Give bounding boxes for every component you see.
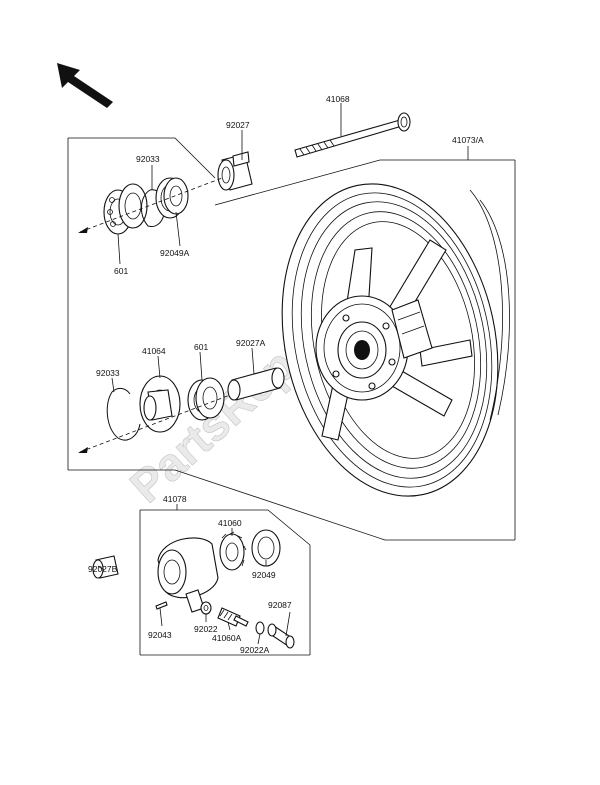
axis-arrow-lower-icon (78, 447, 88, 453)
speedometer-gear-box-outline (139, 509, 311, 656)
axis-line-lower (79, 394, 231, 453)
oil-seal-92049A (155, 177, 189, 219)
label-92049A: 92049A (160, 248, 190, 258)
spacer-92027A (227, 367, 285, 401)
label-41060: 41060 (218, 518, 242, 528)
bearing-601-lower (187, 377, 225, 421)
label-41064: 41064 (142, 346, 166, 356)
label-92027B: 92027B (88, 564, 118, 574)
label-92022A: 92022A (240, 645, 270, 655)
label-601-lower: 601 (194, 342, 208, 352)
circlip-92033-lower (106, 387, 141, 441)
assembly-boundary-lines (67, 137, 516, 541)
axis-arrow-top-icon (78, 227, 88, 233)
label-92027: 92027 (226, 120, 250, 130)
label-41073-A: 41073/A (452, 135, 484, 145)
label-41060A: 41060A (212, 633, 242, 643)
label-92043: 92043 (148, 630, 172, 640)
washer-92022A (255, 621, 265, 635)
pinion-gear-41060A (217, 607, 249, 627)
label-92033-lower: 92033 (96, 368, 120, 378)
speedometer-drive-ring-41064 (139, 375, 181, 433)
front-axle (294, 112, 411, 158)
label-92033-top: 92033 (136, 154, 160, 164)
front-wheel-hub (315, 295, 433, 401)
front-direction-arrow-icon (57, 63, 113, 108)
label-601-top: 601 (114, 266, 128, 276)
speedometer-gear-housing (157, 537, 219, 613)
leader-lines (97, 103, 469, 645)
label-41068: 41068 (326, 94, 350, 104)
label-41078: 41078 (163, 494, 187, 504)
axis-line-top (79, 177, 223, 233)
speedometer-gear-41060 (219, 531, 247, 571)
pin-92043 (155, 601, 168, 610)
bushing-92087 (267, 623, 295, 649)
label-92027A: 92027A (236, 338, 266, 348)
washer-92022 (200, 601, 212, 615)
label-92087: 92087 (268, 600, 292, 610)
collar-92027 (217, 151, 253, 191)
label-92022: 92022 (194, 624, 218, 634)
part-labels: 41068 41073/A 92027 92033 92049A 601 410… (88, 94, 484, 655)
label-92049: 92049 (252, 570, 276, 580)
collar-92027B (92, 555, 119, 579)
